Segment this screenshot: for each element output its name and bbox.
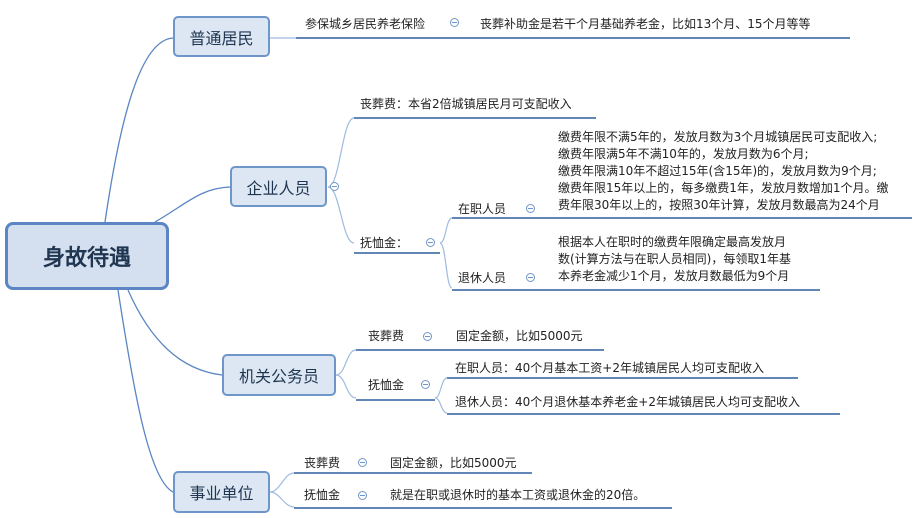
enterprise-funeral[interactable]: 丧葬费：本省2倍城镇居民月可支配收入 — [360, 97, 572, 111]
branch-resident[interactable]: 普通居民 — [173, 16, 270, 57]
collapse-icon[interactable] — [358, 458, 367, 467]
civil-employed[interactable]: 在职人员：40个月基本工资+2年城镇居民人均可支配收入 — [455, 361, 764, 375]
enterprise-employed-label[interactable]: 在职人员 — [458, 202, 507, 216]
civil-funeral-label[interactable]: 丧葬费 — [368, 329, 405, 343]
branch-resident-label: 普通居民 — [189, 28, 254, 48]
resident-detail[interactable]: 丧葬补助金是若干个月基础养老金，比如13个月、15个月等等 — [480, 17, 811, 31]
collapse-icon[interactable] — [421, 380, 430, 389]
institution-pension-label[interactable]: 抚恤金 — [304, 488, 341, 502]
detail-line: 缴费年限不满5年的，发放月数为3个月城镇居民可支配收入; — [558, 130, 878, 144]
branch-civil-servant[interactable]: 机关公务员 — [222, 354, 336, 396]
branch-civil-label: 机关公务员 — [238, 367, 319, 386]
detail-line: 费年限30年以上的，按照30年计算，发放月数最高为24个月 — [558, 198, 880, 212]
resident-item[interactable]: 参保城乡居民养老保险 — [305, 17, 426, 31]
branch-institution[interactable]: 事业单位 — [173, 471, 270, 513]
detail-line: 数(计算方法与在职人员相同)，每领取1年基 — [558, 252, 791, 266]
root-label: 身故待遇 — [42, 246, 131, 271]
collapse-icon[interactable] — [526, 273, 535, 282]
collapse-icon[interactable] — [526, 204, 535, 213]
detail-line: 缴费年限15年以上的，每多缴费1年，发放月数增加1个月。缴 — [558, 181, 889, 195]
branch-enterprise-label: 企业人员 — [246, 178, 311, 198]
enterprise-pension-label[interactable]: 抚恤金： — [360, 236, 409, 250]
institution-funeral-detail[interactable]: 固定金额，比如5000元 — [390, 456, 517, 470]
enterprise-retired-label[interactable]: 退休人员 — [458, 271, 507, 285]
collapse-icon[interactable] — [450, 18, 459, 27]
civil-funeral-detail[interactable]: 固定金额，比如5000元 — [456, 329, 583, 343]
detail-line: 本养老金减少1个月，发放月数最低为9个月 — [558, 269, 790, 283]
civil-retired[interactable]: 退休人员：40个月退休基本养老金+2年城镇居民人均可支配收入 — [455, 395, 800, 409]
civil-pension-label[interactable]: 抚恤金 — [368, 378, 405, 392]
detail-line: 根据本人在职时的缴费年限确定最高发放月 — [558, 235, 787, 249]
institution-funeral-label[interactable]: 丧葬费 — [304, 456, 341, 470]
enterprise-retired-detail[interactable]: 根据本人在职时的缴费年限确定最高发放月 数(计算方法与在职人员相同)，每领取1年… — [558, 234, 791, 285]
branch-institution-label: 事业单位 — [189, 484, 254, 503]
institution-pension-detail[interactable]: 就是在职或退休时的基本工资或退休金的20倍。 — [390, 488, 646, 502]
detail-line: 缴费年限满5年不满10年的，发放月数为6个月; — [558, 147, 809, 161]
detail-line: 缴费年限满10年不超过15年(含15年)的，发放月数为9个月; — [558, 164, 877, 178]
root-node[interactable]: 身故待遇 — [5, 222, 169, 290]
collapse-icon[interactable] — [426, 238, 435, 247]
branch-enterprise[interactable]: 企业人员 — [230, 166, 327, 207]
collapse-icon[interactable] — [423, 332, 432, 341]
collapse-icon[interactable] — [330, 182, 339, 191]
enterprise-employed-detail[interactable]: 缴费年限不满5年的，发放月数为3个月城镇居民可支配收入; 缴费年限满5年不满10… — [558, 129, 889, 214]
collapse-icon[interactable] — [358, 491, 367, 500]
